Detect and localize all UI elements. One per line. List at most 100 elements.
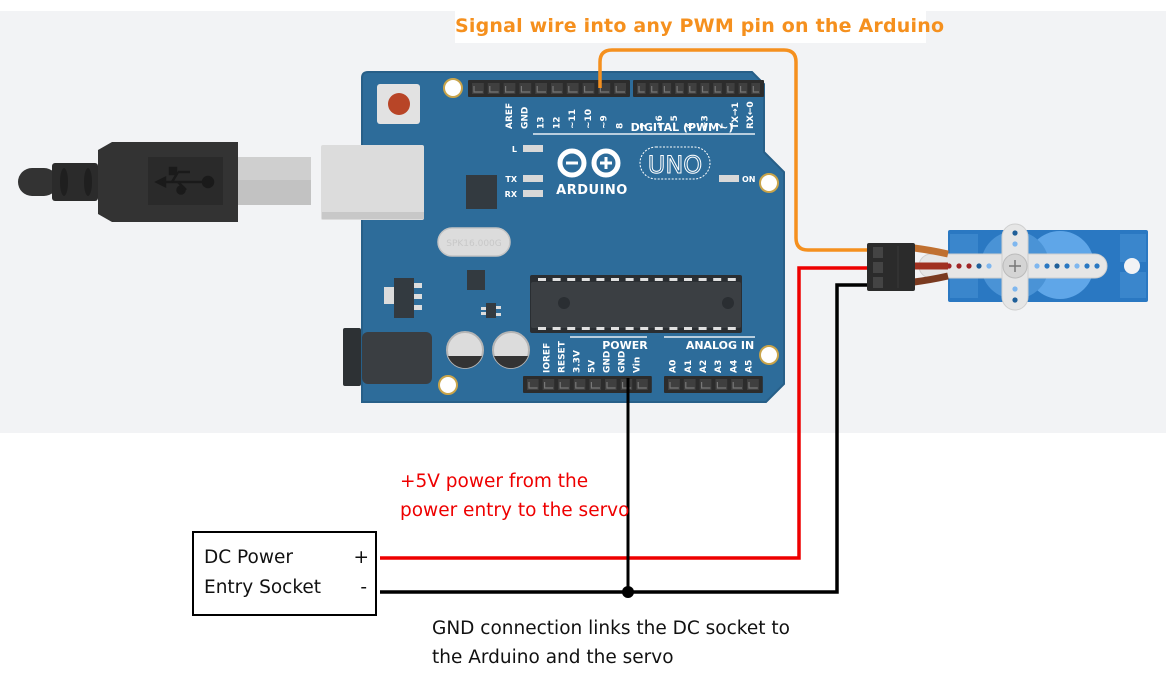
header-pin-socket[interactable] [487,83,500,94]
header-pin-socket[interactable] [582,83,595,94]
usb-chip [466,175,497,209]
pin-label: 7 [640,123,650,129]
analog-header-label: ANALOG IN [686,339,754,352]
usb-port [321,145,424,220]
pin-label: ~5 [670,115,680,129]
pin-label: 3.3V [573,350,583,373]
header-pin-socket[interactable] [535,83,547,94]
svg-text:L: L [512,145,517,154]
header-pin-socket[interactable] [738,83,748,94]
power-header [523,376,652,393]
digital-header-label: DIGITAL (PWM~) [631,121,734,134]
voltage-regulator [384,278,422,318]
pin-label: RX←0 [746,101,756,129]
header-pin-socket[interactable] [527,379,539,390]
pin-label: A3 [714,360,724,373]
capacitor [492,331,530,369]
analog-pin-labels: A0 A1 A2 A3 A4 A5 [669,360,755,373]
arduino-logo-text: ARDUINO [556,183,628,198]
header-pin-socket[interactable] [725,83,735,94]
header-pin-socket[interactable] [636,379,648,390]
pin-label: Vin [633,357,643,373]
dc-socket-label-line2: Entry Socket [204,577,322,598]
pin-label: GND [618,351,628,373]
pin-label: ~6 [655,115,665,129]
header-pin-socket[interactable] [683,379,696,390]
mounting-hole [759,173,779,193]
pin-label: RESET [558,340,568,373]
atmega-microcontroller [530,275,742,333]
header-pin-socket[interactable] [503,83,516,94]
servo-motor [918,223,1148,311]
usb-icon [154,166,215,195]
uno-model-text: UNO [648,151,702,179]
pin-label: A4 [729,360,739,373]
header-pin-socket[interactable] [542,379,555,390]
digital-header-left [468,80,630,97]
header-pin-socket[interactable] [649,83,659,94]
led-rx: RX [505,190,543,199]
pin-label: ~3 [700,115,710,129]
header-pin-socket[interactable] [715,379,728,390]
svg-text:ON: ON [742,175,756,184]
header-pin-socket[interactable] [620,379,633,390]
pin-label: A1 [684,360,694,373]
header-pin-socket[interactable] [605,379,617,390]
header-pin-socket[interactable] [699,379,712,390]
digital-header-right [633,80,764,97]
mounting-hole [438,375,458,395]
mounting-hole [759,345,779,365]
header-pin-socket[interactable] [700,83,710,94]
svg-text:RX: RX [505,190,518,199]
capacitor [446,331,484,369]
header-pin-socket[interactable] [519,83,532,94]
dc-barrel-jack [343,328,432,386]
reset-button[interactable] [377,84,420,124]
header-pin-socket[interactable] [675,83,684,94]
pin-label: GND [521,107,531,129]
header-pin-socket[interactable] [566,83,579,94]
pin-label: TX→1 [731,102,741,129]
analog-header [664,376,763,393]
ground-wire [380,283,870,598]
dc-negative-terminal: - [360,577,367,598]
header-pin-socket[interactable] [637,83,646,94]
pin-label: AREF [505,103,515,129]
power-wire-annotation: +5V power from the power entry to the se… [400,471,630,521]
servo-connector [867,243,949,291]
header-pin-socket[interactable] [731,379,743,390]
header-pin-socket[interactable] [551,83,563,94]
header-pin-socket[interactable] [662,83,672,94]
header-pin-socket[interactable] [598,83,611,94]
header-pin-socket[interactable] [573,379,586,390]
pin-label: A0 [669,360,679,373]
header-pin-socket[interactable] [589,379,601,390]
header-pin-socket[interactable] [751,83,760,94]
header-pin-socket[interactable] [558,379,570,390]
pin-label: ~11 [568,109,578,129]
header-pin-socket[interactable] [614,83,626,94]
header-pin-socket[interactable] [713,83,722,94]
servo-horn [918,223,1108,311]
dc-power-entry-socket: DC Power Entry Socket + - [192,531,377,616]
pin-label: 2 [716,123,726,129]
dc-positive-terminal: + [353,547,369,568]
pin-label: GND [603,351,613,373]
header-pin-socket[interactable] [472,83,484,94]
header-pin-socket[interactable] [687,83,697,94]
pin-label: 12 [552,116,562,129]
signal-wire [598,48,870,252]
header-pin-socket[interactable] [668,379,680,390]
pin-label: A2 [699,360,709,373]
pin-label: A5 [745,360,755,373]
pin-label: 8 [616,123,626,129]
header-pin-socket[interactable] [747,379,759,390]
uno-badge [639,146,711,180]
pin-label: 13 [537,116,547,129]
power-header-label: POWER [602,339,648,352]
led-l: L [512,145,543,154]
